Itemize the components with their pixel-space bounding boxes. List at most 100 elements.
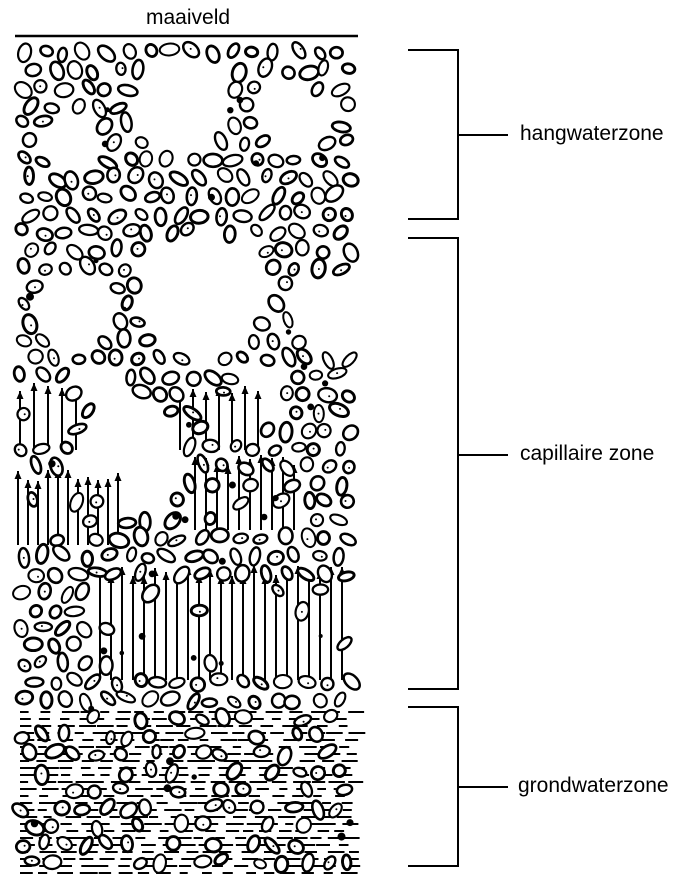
soil-grain bbox=[299, 527, 317, 549]
soil-grain bbox=[19, 192, 34, 204]
soil-grain bbox=[116, 62, 127, 75]
soil-grain bbox=[141, 728, 158, 745]
soil-grain bbox=[24, 638, 42, 651]
soil-grain bbox=[186, 692, 202, 711]
grain-speck bbox=[340, 269, 342, 271]
soil-grain bbox=[202, 368, 224, 388]
grain-speck bbox=[137, 174, 139, 176]
soil-grain bbox=[45, 565, 65, 585]
grain-speck bbox=[21, 698, 23, 700]
soil-grain bbox=[11, 584, 32, 602]
grain-speck bbox=[42, 121, 44, 123]
soil-grain bbox=[338, 94, 357, 113]
grain-speck bbox=[181, 359, 183, 361]
soil-grain bbox=[329, 512, 349, 527]
soil-grain bbox=[80, 402, 97, 420]
soil-grain bbox=[276, 745, 294, 767]
grain-speck bbox=[113, 141, 115, 143]
soil-grain bbox=[249, 799, 266, 816]
soil-grain bbox=[190, 210, 209, 225]
capillary-arrow-head bbox=[203, 392, 210, 400]
soil-grain bbox=[265, 292, 287, 314]
soil-grain bbox=[37, 191, 52, 202]
grain-speck bbox=[190, 194, 192, 196]
soil-speck bbox=[301, 363, 308, 370]
grain-speck bbox=[87, 193, 89, 195]
soil-grain bbox=[253, 533, 269, 545]
soil-grain bbox=[298, 64, 320, 82]
soil-grain bbox=[34, 332, 52, 349]
soil-grain bbox=[182, 404, 203, 423]
soil-grain bbox=[148, 676, 166, 688]
soil-grain bbox=[286, 156, 300, 165]
soil-grain bbox=[294, 815, 314, 835]
soil-grain bbox=[252, 315, 271, 332]
soil-grain bbox=[144, 190, 161, 204]
soil-grain bbox=[36, 227, 54, 242]
soil-grain bbox=[194, 712, 210, 727]
grain-speck bbox=[328, 395, 330, 397]
soil-grain bbox=[300, 457, 314, 472]
soil-grain bbox=[68, 491, 86, 514]
grain-speck bbox=[94, 754, 96, 756]
soil-grain bbox=[256, 56, 275, 78]
soil-grain bbox=[25, 677, 43, 686]
soil-grain bbox=[137, 365, 157, 386]
soil-grain bbox=[342, 172, 360, 188]
grain-speck bbox=[294, 845, 296, 847]
soil-grain bbox=[76, 654, 94, 673]
grain-speck bbox=[307, 682, 309, 684]
soil-grain bbox=[184, 549, 204, 564]
soil-grain bbox=[126, 369, 136, 385]
soil-grain bbox=[213, 851, 230, 867]
grain-speck bbox=[242, 788, 244, 790]
grondwaterzone-bracket bbox=[408, 707, 458, 866]
soil-grain bbox=[216, 208, 228, 226]
soil-grain bbox=[312, 550, 327, 562]
soil-grain bbox=[56, 689, 74, 708]
soil-grain bbox=[138, 150, 153, 168]
soil-grain bbox=[155, 546, 177, 565]
soil-grain bbox=[159, 689, 182, 708]
grain-speck bbox=[234, 446, 236, 448]
soil-speck bbox=[261, 514, 268, 521]
soil-grain bbox=[125, 164, 146, 186]
grain-speck bbox=[137, 248, 139, 250]
soil-grain bbox=[168, 676, 186, 690]
grain-speck bbox=[20, 810, 22, 812]
soil-grain bbox=[66, 636, 81, 651]
grain-speck bbox=[41, 625, 43, 627]
soil-grains bbox=[10, 39, 363, 874]
soil-grain bbox=[88, 532, 105, 547]
grain-speck bbox=[139, 680, 141, 682]
soil-speck bbox=[319, 155, 325, 161]
soil-grain bbox=[43, 855, 62, 870]
soil-grain bbox=[252, 675, 270, 692]
soil-speck bbox=[191, 655, 197, 661]
soil-grain bbox=[224, 226, 236, 243]
soil-grain bbox=[203, 654, 218, 673]
soil-grain bbox=[66, 59, 85, 80]
soil-grain bbox=[335, 477, 348, 496]
soil-grain bbox=[118, 517, 136, 528]
grain-speck bbox=[235, 701, 237, 703]
grain-speck bbox=[95, 501, 97, 503]
grain-speck bbox=[327, 467, 329, 469]
grain-speck bbox=[93, 680, 95, 682]
soil-speck bbox=[347, 819, 354, 826]
capillary-arrow-head bbox=[95, 480, 102, 488]
soil-grain bbox=[82, 551, 93, 567]
soil-grain bbox=[322, 708, 340, 725]
capillary-arrow-head bbox=[255, 391, 262, 399]
soil-grain bbox=[111, 311, 129, 331]
grain-speck bbox=[294, 269, 296, 271]
soil-grain bbox=[247, 729, 266, 747]
soil-grain bbox=[321, 206, 338, 223]
grain-speck bbox=[33, 498, 35, 500]
grain-speck bbox=[203, 464, 205, 466]
soil-grain bbox=[226, 80, 244, 100]
soil-grain bbox=[315, 422, 333, 440]
grain-speck bbox=[45, 235, 47, 237]
soil-grain bbox=[88, 749, 105, 761]
soil-grain bbox=[253, 745, 270, 758]
